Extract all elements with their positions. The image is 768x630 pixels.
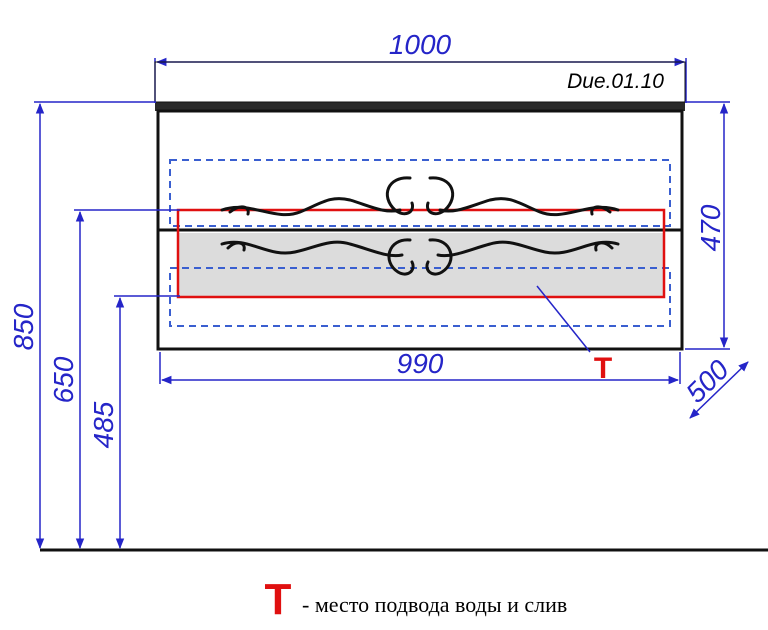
model-label: Due.01.10 — [567, 70, 664, 93]
plumbing-zone-fill — [178, 233, 664, 297]
marker-leader — [536, 285, 591, 353]
dim-990: 990 — [397, 348, 444, 379]
dim-500: 500 — [680, 354, 735, 409]
dim-485: 485 — [88, 401, 119, 448]
lower-drawer-outline — [169, 267, 671, 327]
dim-1000: 1000 — [389, 29, 452, 60]
dim-850: 850 — [8, 303, 39, 350]
plumbing-zone — [176, 208, 666, 299]
dim-650: 650 — [48, 356, 79, 403]
legend-symbol: T — [265, 575, 292, 624]
ornament-upper — [220, 176, 620, 217]
model-label-box — [154, 61, 686, 103]
countertop — [155, 102, 685, 111]
upper-drawer-outline — [169, 159, 671, 227]
dim-line-500 — [689, 361, 749, 419]
ornament-lower — [220, 238, 620, 276]
legend-text: - место подвода воды и слив — [302, 592, 567, 617]
marker-T: T — [594, 352, 612, 385]
dim-470: 470 — [695, 204, 726, 251]
